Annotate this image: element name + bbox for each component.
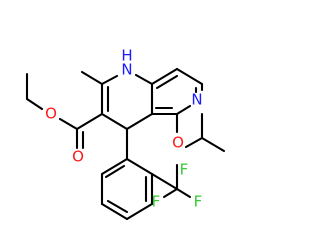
- bond-c8a-n1: [134, 73, 154, 86]
- bond-o-ch: [184, 136, 204, 149]
- bond-cf3-fbottom: [175, 187, 192, 199]
- bond-cf3-fleft: [162, 187, 179, 199]
- bond-ph6-cf3: [150, 172, 179, 191]
- atom-carbonyl-o: O: [72, 148, 84, 166]
- bond-c2-methyl: [80, 70, 104, 86]
- atom-f-left: F: [152, 193, 161, 211]
- atom-f-right: F: [180, 161, 189, 179]
- bond-ph4-ph5: [125, 202, 154, 221]
- bond-c4-c4a: [125, 112, 154, 131]
- atom-ester-o: O: [45, 105, 57, 123]
- bond-ph6-ph1: [125, 157, 154, 176]
- atom-label-layer: H N N O O O F F F: [45, 47, 203, 211]
- atom-ether-o: O: [172, 134, 184, 152]
- bond-c3-carbonyl: [75, 112, 104, 131]
- bond-ph1-ph2-inner: [104, 164, 126, 179]
- bond-ph1-ph2: [100, 157, 129, 176]
- bond-n1-c2: [100, 74, 119, 86]
- bond-layer: [25, 67, 226, 221]
- bond-oester-ch2: [25, 97, 44, 111]
- molecule-structure: H N N O O O F F F: [25, 47, 226, 221]
- atom-nh-n: N: [121, 61, 132, 79]
- bond-ph3-ph4: [100, 202, 129, 221]
- bond-n6-c5: [175, 104, 192, 116]
- bond-c3-c4: [100, 112, 129, 131]
- bond-c8a-c8: [150, 67, 179, 86]
- atom-pyridine-n: N: [191, 91, 202, 109]
- bond-ch-me1: [200, 136, 226, 153]
- bond-c8a-c8-inner: [155, 74, 179, 90]
- atom-nh-h: H: [121, 47, 132, 65]
- bond-c8-c7: [175, 67, 204, 86]
- bond-ph3-ph4-inner: [106, 199, 129, 214]
- bond-carbonyl-oester: [58, 117, 79, 131]
- atom-f-bottom: F: [194, 193, 203, 211]
